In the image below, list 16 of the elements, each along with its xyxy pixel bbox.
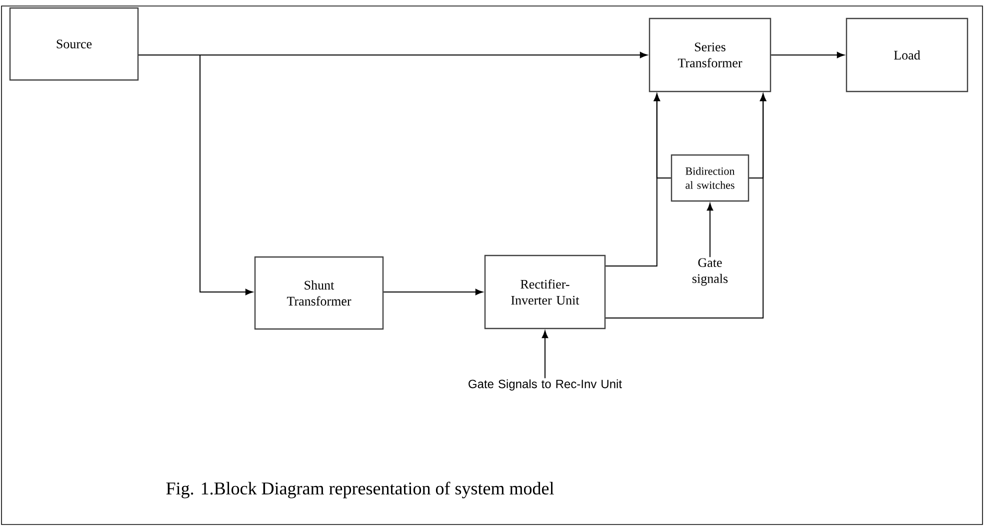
gate-signal-label: Gate signals [692, 258, 728, 286]
arrow [748, 94, 766, 178]
block-box: Series Transformer [648, 18, 772, 92]
arrow [138, 54, 253, 296]
block-box: Load [846, 18, 968, 92]
arrow [654, 94, 672, 178]
block-box: Source [9, 7, 139, 81]
gate-signal-label: Gate Signals to Rec-Inv Unit [468, 379, 622, 391]
switch-box: Bidirection al switches [670, 154, 750, 202]
arrow [542, 330, 548, 379]
arrow [706, 203, 714, 258]
arrow [770, 52, 844, 58]
caption: Fig. 1.Block Diagram representation of system model [166, 482, 554, 498]
block-box: Shunt Transformer [254, 256, 384, 330]
block-box: Rectifier- Inverter Unit [484, 254, 606, 330]
arrow [383, 288, 483, 296]
